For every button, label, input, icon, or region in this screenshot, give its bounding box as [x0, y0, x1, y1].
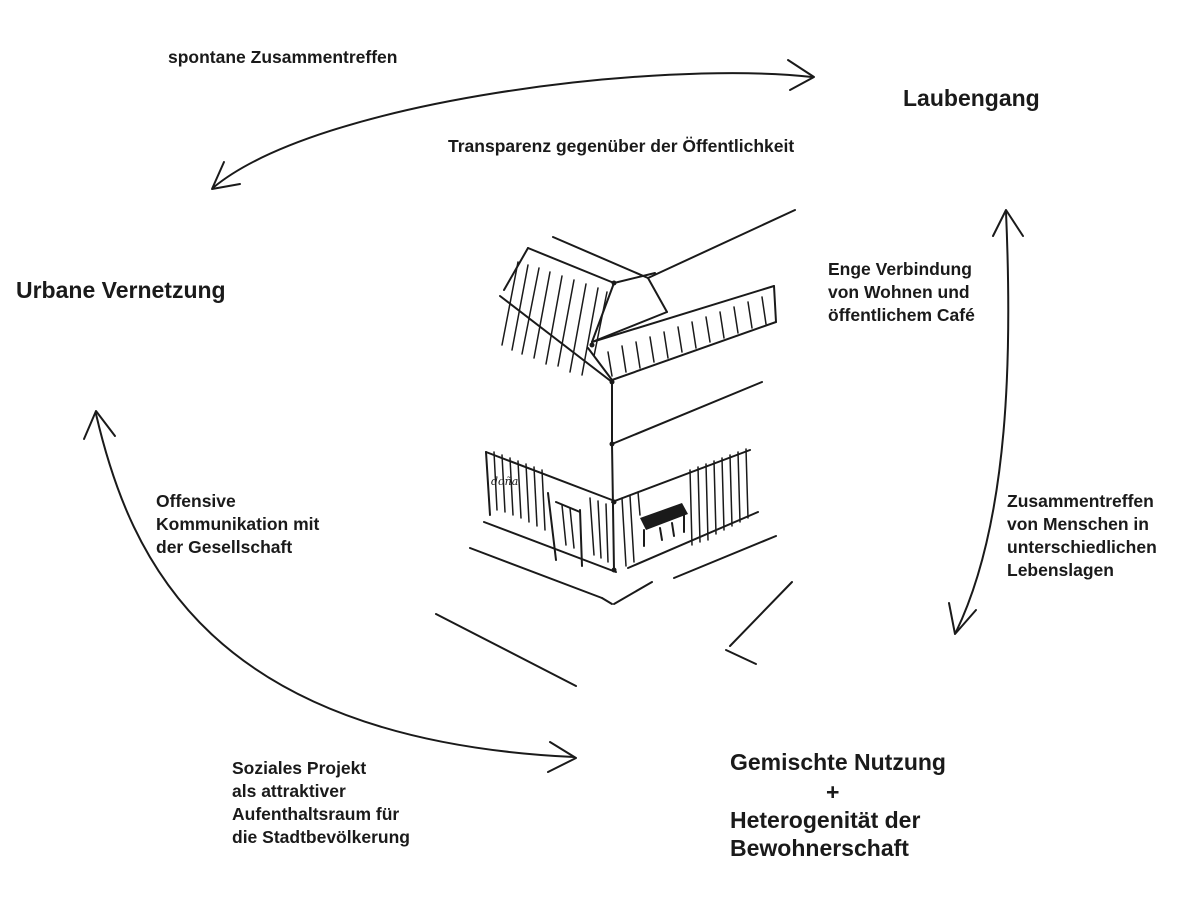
- label-laubengang: Laubengang: [903, 85, 1040, 111]
- label-enge-verbindung: Enge Verbindung von Wohnen und öffentlic…: [828, 259, 975, 325]
- cafe-sign-text: doña: [491, 475, 519, 488]
- building-sketch: [435, 209, 796, 687]
- label-heterogenitaet: Heterogenität der Bewohnerschaft: [730, 807, 921, 861]
- label-zusammentreffen-menschen: Zusammentreffen von Menschen in untersch…: [1007, 491, 1157, 580]
- ground-lines: [435, 535, 793, 687]
- label-gemischte-nutzung: Gemischte Nutzung: [730, 749, 946, 775]
- arrow-left: [83, 410, 577, 773]
- middle-floor: [485, 381, 763, 501]
- label-spontane-zusammentreffen: spontane Zusammentreffen: [168, 47, 398, 67]
- arrow-right: [948, 209, 1024, 635]
- label-offensive-kommunikation: Offensive Kommunikation mit der Gesellsc…: [156, 491, 320, 557]
- label-plus: +: [826, 779, 840, 805]
- ground-floor-cafe: [483, 443, 759, 573]
- label-soziales-projekt: Soziales Projekt als attraktiver Aufenth…: [232, 758, 410, 847]
- label-urbane-vernetzung: Urbane Vernetzung: [16, 277, 226, 303]
- label-transparenz: Transparenz gegenüber der Öffentlichkeit: [448, 136, 795, 156]
- arrow-top: [211, 59, 815, 190]
- roof-loggia: [499, 209, 796, 385]
